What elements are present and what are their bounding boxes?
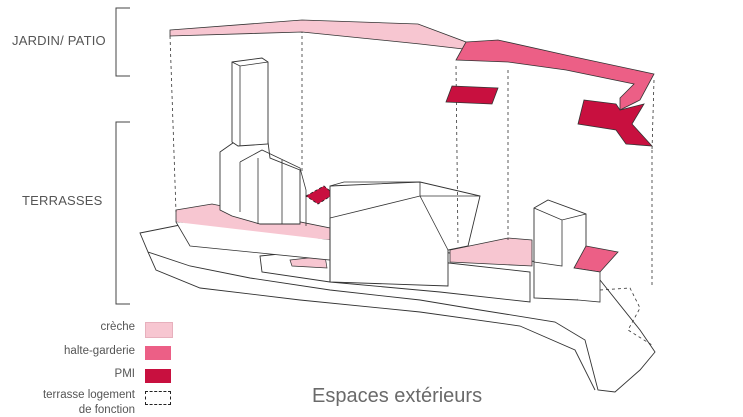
central-building-roof [329,181,480,282]
pmi-small-block [305,185,335,205]
right-tower-edges [533,207,587,267]
pmi-right-shape [577,99,653,147]
halte-garderie-roof [455,39,655,111]
legend-label-creche: crèche [100,321,135,333]
legend-label-halte-garderie: halte-garderie [64,345,135,357]
chimney-top [231,61,269,146]
legend-swatch-pmi [145,369,171,383]
bracket-terrasses [115,121,130,305]
legend-swatch-creche [145,322,173,338]
legend-label-terrasse-line2: de fonction [78,404,135,416]
ground-slab-edge [147,251,596,391]
chimney [231,57,269,147]
bracket-jardin [115,7,130,77]
creche-roof-strip [169,19,473,51]
left-building-roof [239,149,307,226]
legend-label-terrasse-line1: terrasse logement [42,389,135,401]
creche-terrace-right [449,237,533,267]
projection-lines [169,24,655,346]
diagram-caption: Espaces extérieurs [312,385,483,407]
right-tower-base [573,267,601,303]
section-label-jardin: JARDIN/ PATIO [12,33,106,48]
central-building [329,181,481,287]
legend-swatch-halte-garderie [145,346,171,360]
pmi-left-shape [445,85,499,105]
legend-swatch-terrasse [145,391,171,405]
legend-label-pmi: PMI [114,368,135,380]
section-label-terrasses: TERRASSES [22,193,103,208]
